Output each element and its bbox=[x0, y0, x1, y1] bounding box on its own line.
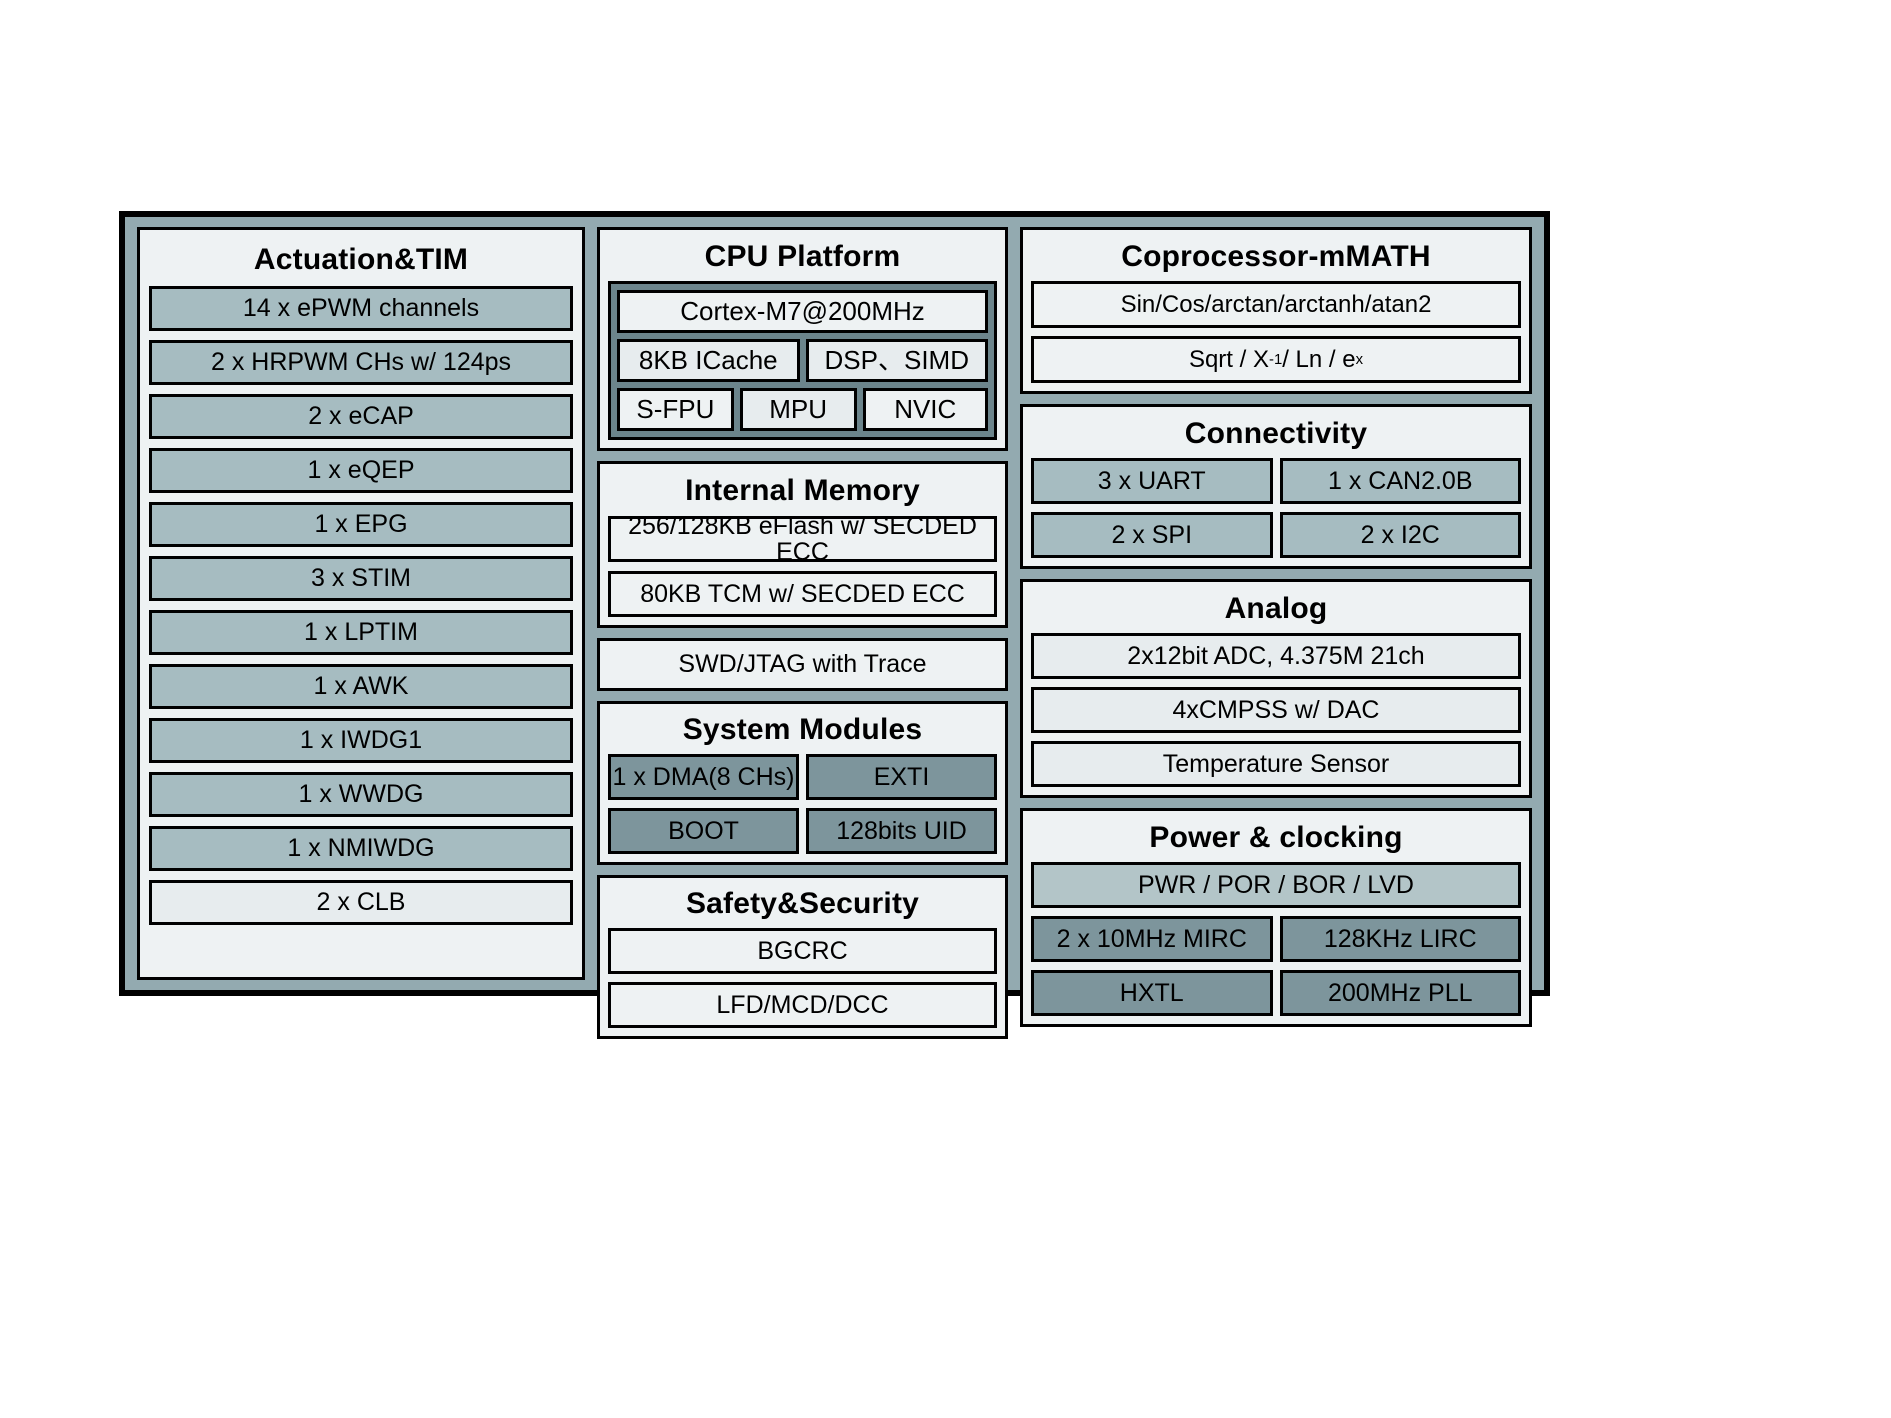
cell-pll: 200MHz PLL bbox=[1279, 970, 1521, 1016]
chip-outer-frame: Actuation&TIM 14 x ePWM channels 2 x HRP… bbox=[119, 211, 1550, 1039]
column-core: CPU Platform Cortex-M7@200MHz 8KB ICache… bbox=[597, 227, 1008, 1039]
cell-i2c: 2 x I2C bbox=[1279, 512, 1521, 558]
cpu-inner-frame: Cortex-M7@200MHz 8KB ICache DSP、SIMD S-F… bbox=[608, 281, 997, 440]
group-debug-swd-jtag: SWD/JTAG with Trace bbox=[597, 638, 1008, 691]
cell-epwm-channels: 14 x ePWM channels bbox=[149, 286, 573, 331]
connectivity-row-2: 2 x SPI 2 x I2C bbox=[1031, 512, 1521, 558]
cell-uart: 3 x UART bbox=[1031, 458, 1273, 504]
cell-boot: BOOT bbox=[608, 808, 799, 854]
cpu-row-cache-dsp: 8KB ICache DSP、SIMD bbox=[617, 339, 988, 382]
cell-trig-functions: Sin/Cos/arctan/arctanh/atan2 bbox=[1031, 281, 1521, 328]
group-title-internal-memory: Internal Memory bbox=[685, 474, 920, 507]
cell-uid: 128bits UID bbox=[806, 808, 997, 854]
cell-nvic: NVIC bbox=[862, 388, 988, 431]
cell-temp-sensor: Temperature Sensor bbox=[1031, 741, 1521, 787]
cell-cmpss: 4xCMPSS w/ DAC bbox=[1031, 687, 1521, 733]
cell-iwdg1: 1 x IWDG1 bbox=[149, 718, 573, 763]
cell-tcm: 80KB TCM w/ SECDED ECC bbox=[608, 571, 997, 617]
cell-clb: 2 x CLB bbox=[149, 880, 573, 925]
cell-cortex-m7: Cortex-M7@200MHz bbox=[617, 290, 988, 333]
group-title-cpu-platform: CPU Platform bbox=[704, 240, 901, 273]
cell-wwdg: 1 x WWDG bbox=[149, 772, 573, 817]
column-actuation: Actuation&TIM 14 x ePWM channels 2 x HRP… bbox=[137, 227, 585, 980]
system-modules-row-2: BOOT 128bits UID bbox=[608, 808, 997, 854]
cell-hxtl: HXTL bbox=[1031, 970, 1273, 1016]
cell-lfd-mcd-dcc: LFD/MCD/DCC bbox=[608, 982, 997, 1028]
group-connectivity: Connectivity 3 x UART 1 x CAN2.0B 2 x SP… bbox=[1020, 404, 1532, 569]
cell-hrpwm-chs: 2 x HRPWM CHs w/ 124ps bbox=[149, 340, 573, 385]
cell-swd-jtag: SWD/JTAG with Trace bbox=[600, 641, 1005, 688]
group-internal-memory: Internal Memory 256/128KB eFlash w/ SECD… bbox=[597, 461, 1008, 628]
cell-bgcrc: BGCRC bbox=[608, 928, 997, 974]
cell-adc: 2x12bit ADC, 4.375M 21ch bbox=[1031, 633, 1521, 679]
cell-ecap: 2 x eCAP bbox=[149, 394, 573, 439]
group-system-modules: System Modules 1 x DMA(8 CHs) EXTI BOOT … bbox=[597, 701, 1008, 865]
cell-exti: EXTI bbox=[806, 754, 997, 800]
cell-awk: 1 x AWK bbox=[149, 664, 573, 709]
group-title-power-clocking: Power & clocking bbox=[1149, 821, 1403, 854]
group-title-safety-security: Safety&Security bbox=[685, 887, 920, 920]
system-modules-row-1: 1 x DMA(8 CHs) EXTI bbox=[608, 754, 997, 800]
group-title-analog: Analog bbox=[1224, 592, 1328, 625]
group-cpu-platform: CPU Platform Cortex-M7@200MHz 8KB ICache… bbox=[597, 227, 1008, 451]
cell-eflash: 256/128KB eFlash w/ SECDED ECC bbox=[608, 513, 997, 565]
cell-can: 1 x CAN2.0B bbox=[1279, 458, 1521, 504]
cell-icache: 8KB ICache bbox=[617, 339, 800, 382]
connectivity-row-1: 3 x UART 1 x CAN2.0B bbox=[1031, 458, 1521, 504]
group-safety-security: Safety&Security BGCRC LFD/MCD/DCC bbox=[597, 875, 1008, 1039]
cell-eqep: 1 x eQEP bbox=[149, 448, 573, 493]
cell-dsp-simd: DSP、SIMD bbox=[805, 339, 988, 382]
cell-dma: 1 x DMA(8 CHs) bbox=[608, 754, 799, 800]
cell-nmiwdg: 1 x NMIWDG bbox=[149, 826, 573, 871]
column-peripherals: Coprocessor-mMATH Sin/Cos/arctan/arctanh… bbox=[1020, 227, 1532, 1027]
group-title-coprocessor: Coprocessor-mMATH bbox=[1121, 240, 1431, 273]
cell-epg: 1 x EPG bbox=[149, 502, 573, 547]
cpu-row-fpu-mpu-nvic: S-FPU MPU NVIC bbox=[617, 388, 988, 431]
group-actuation-tim: Actuation&TIM 14 x ePWM channels 2 x HRP… bbox=[137, 227, 585, 980]
group-power-clocking: Power & clocking PWR / POR / BOR / LVD 2… bbox=[1020, 808, 1532, 1027]
cell-lirc: 128KHz LIRC bbox=[1279, 916, 1521, 962]
group-title-actuation: Actuation&TIM bbox=[253, 243, 469, 276]
cell-s-fpu: S-FPU bbox=[617, 388, 734, 431]
group-title-connectivity: Connectivity bbox=[1184, 417, 1368, 450]
power-row-1: 2 x 10MHz MIRC 128KHz LIRC bbox=[1031, 916, 1521, 962]
cell-stim: 3 x STIM bbox=[149, 556, 573, 601]
group-title-system-modules: System Modules bbox=[682, 713, 923, 746]
cell-pwr-por-bor-lvd: PWR / POR / BOR / LVD bbox=[1031, 862, 1521, 908]
group-coprocessor-mmath: Coprocessor-mMATH Sin/Cos/arctan/arctanh… bbox=[1020, 227, 1532, 394]
power-row-2: HXTL 200MHz PLL bbox=[1031, 970, 1521, 1016]
cell-lptim: 1 x LPTIM bbox=[149, 610, 573, 655]
cell-mpu: MPU bbox=[739, 388, 857, 431]
group-analog: Analog 2x12bit ADC, 4.375M 21ch 4xCMPSS … bbox=[1020, 579, 1532, 798]
cell-spi: 2 x SPI bbox=[1031, 512, 1273, 558]
cell-mirc: 2 x 10MHz MIRC bbox=[1031, 916, 1273, 962]
